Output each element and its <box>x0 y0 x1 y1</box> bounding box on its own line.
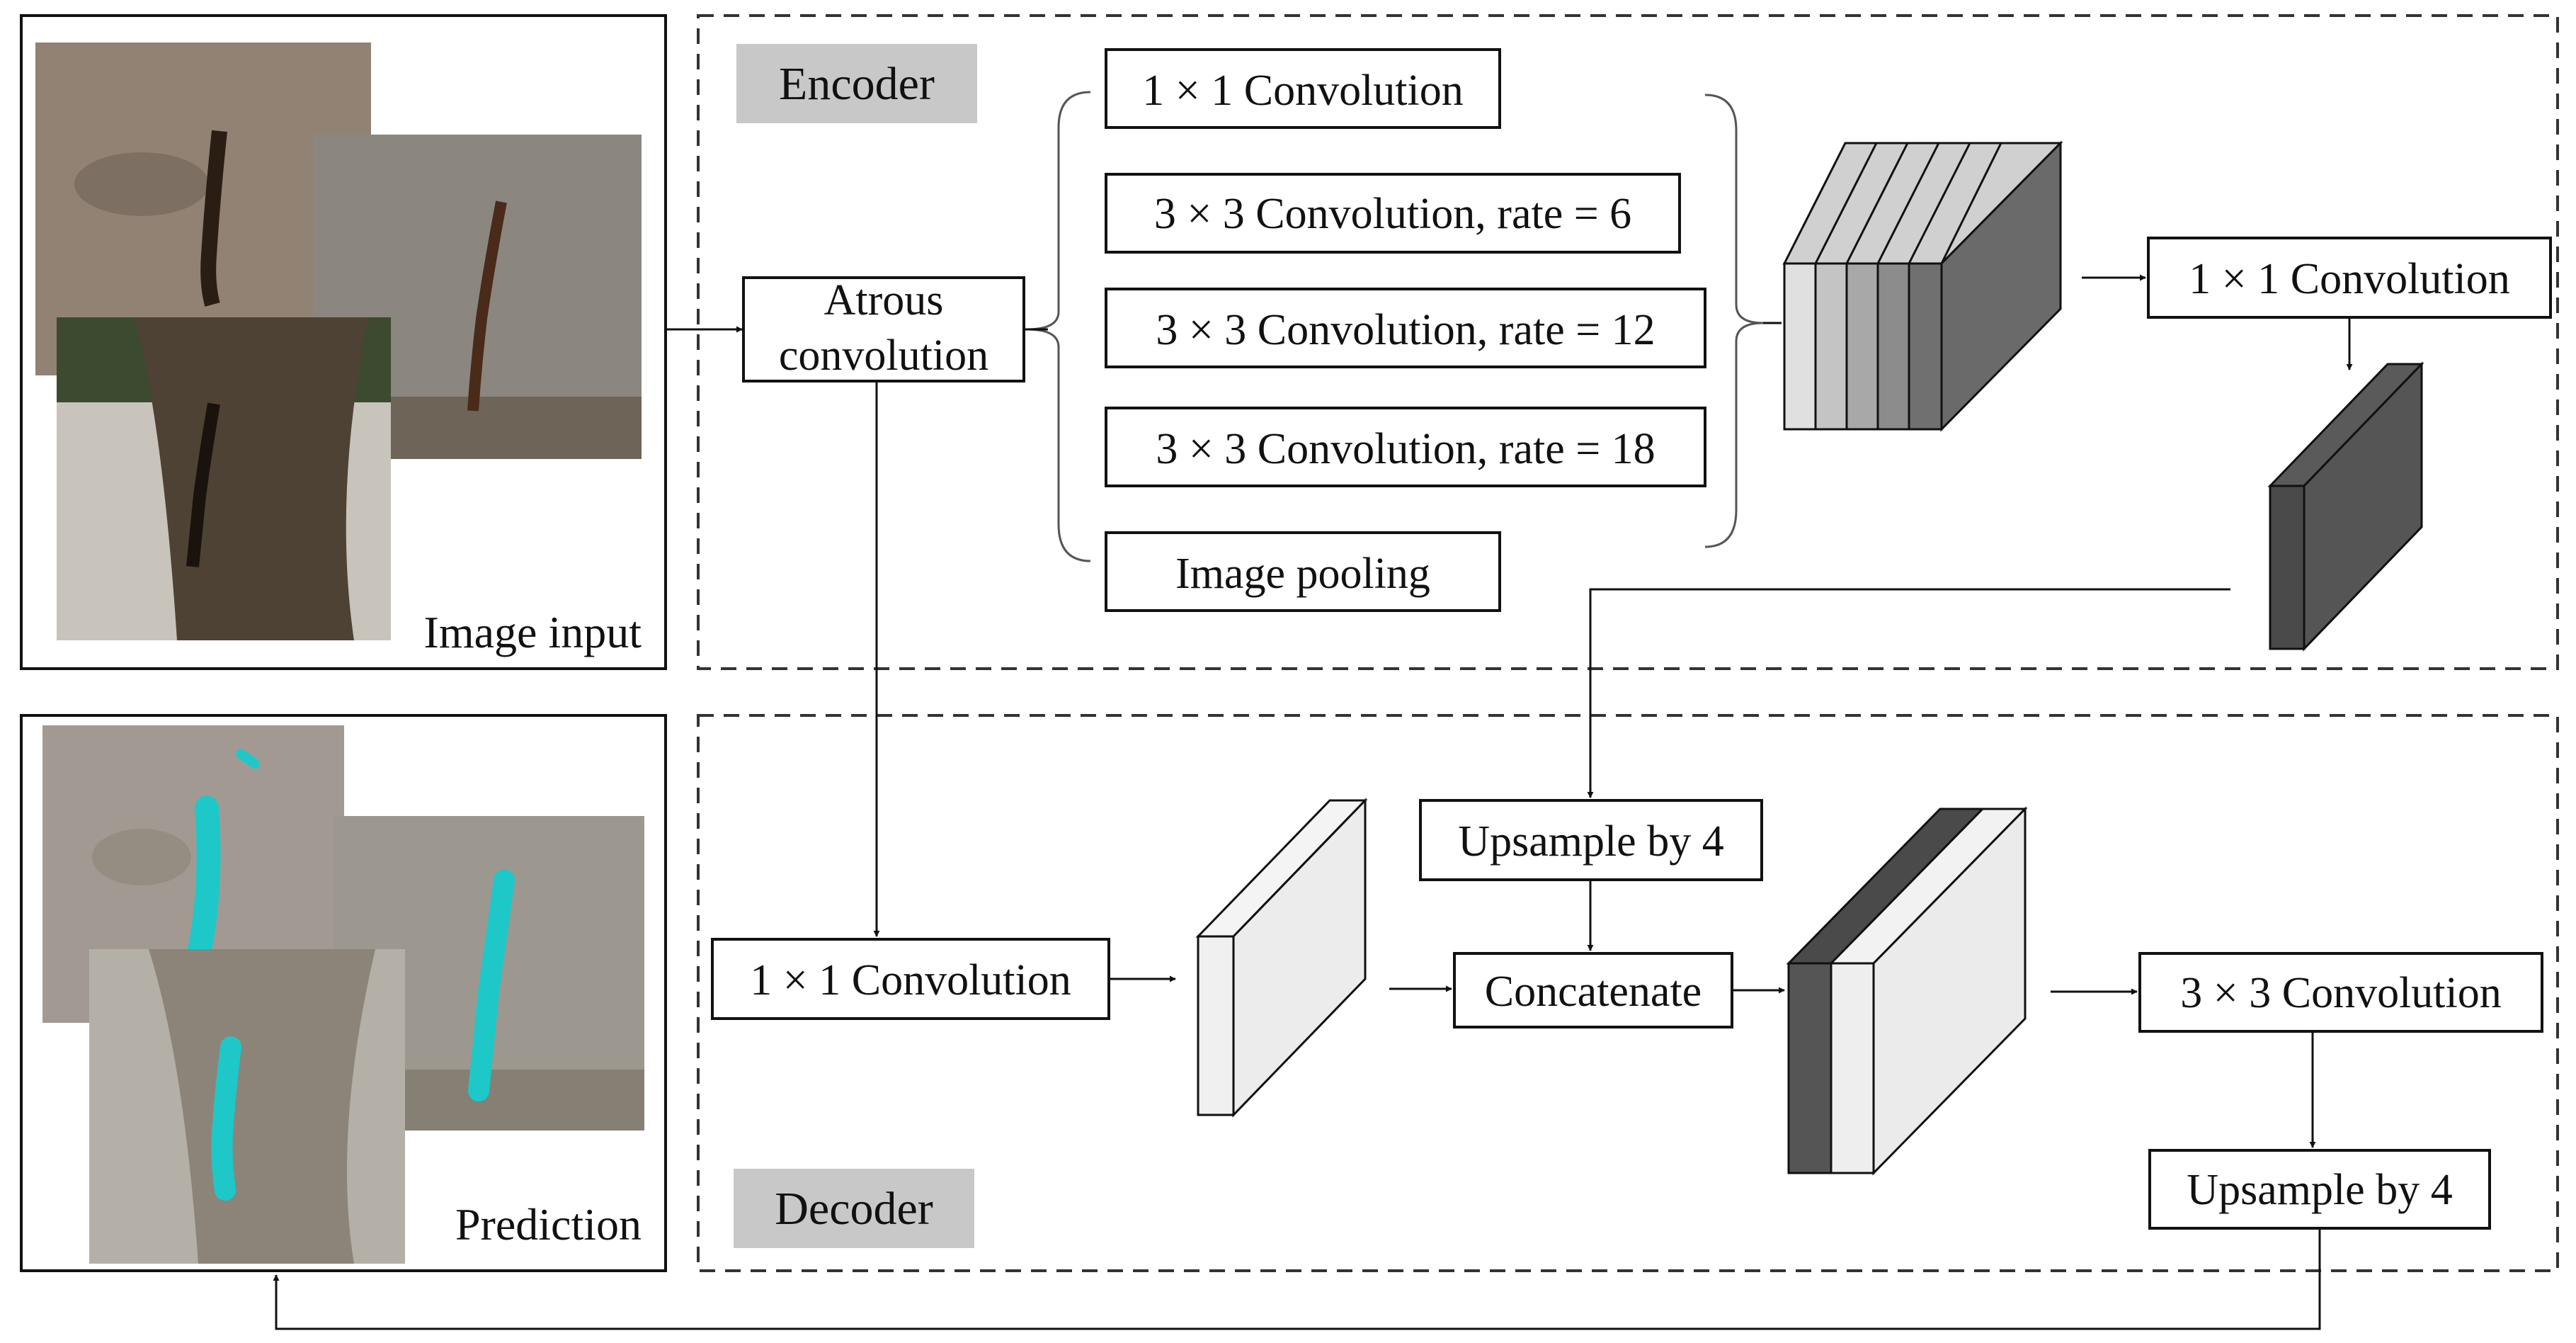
encoder-output-feature <box>2267 361 2424 652</box>
svg-text:3 × 3 Convolution, rate = 12: 3 × 3 Convolution, rate = 12 <box>1156 306 1655 354</box>
encoder-tag: Encoder <box>736 44 977 123</box>
svg-text:Upsample by 4: Upsample by 4 <box>2187 1166 2452 1214</box>
branch-1x1-conv: 1 × 1 Convolution <box>1105 48 1501 129</box>
svg-text:Decoder: Decoder <box>775 1183 933 1235</box>
decoder-region <box>697 714 2559 1272</box>
svg-text:Concatenate: Concatenate <box>1485 968 1702 1016</box>
image-input-panel: Image input <box>20 14 667 670</box>
prediction-photo-3 <box>89 949 405 1264</box>
branch-image-pooling: Image pooling <box>1105 531 1501 612</box>
svg-text:1 × 1 Convolution: 1 × 1 Convolution <box>2189 255 2510 303</box>
input-caption: Image input <box>424 607 642 657</box>
concatenated-decoder-feature <box>1786 806 2028 1176</box>
svg-text:3 × 3 Convolution: 3 × 3 Convolution <box>2180 969 2502 1017</box>
svg-text:1 × 1 Convolution: 1 × 1 Convolution <box>1142 67 1464 115</box>
flow-arrows <box>273 274 2353 1330</box>
atrous-convolution-box: Atrous convolution <box>742 276 1025 382</box>
decoder-3x3-conv: 3 × 3 Convolution <box>2138 952 2543 1033</box>
prediction-caption: Prediction <box>455 1199 642 1250</box>
branch-3x3-rate12: 3 × 3 Convolution, rate = 12 <box>1105 288 1706 368</box>
svg-text:Encoder: Encoder <box>779 58 935 110</box>
arrow-encoder-to-upsample <box>1587 588 2230 798</box>
svg-text:Upsample by 4: Upsample by 4 <box>1458 817 1723 866</box>
svg-text:Image pooling: Image pooling <box>1175 550 1430 598</box>
svg-text:convolution: convolution <box>779 332 988 380</box>
decoder-upsample-b: Upsample by 4 <box>2148 1149 2491 1230</box>
svg-text:3 × 3 Convolution, rate = 6: 3 × 3 Convolution, rate = 6 <box>1154 190 1631 238</box>
decoder-tag: Decoder <box>734 1169 974 1248</box>
input-photo-3 <box>57 317 391 640</box>
svg-text:Atrous: Atrous <box>824 276 944 324</box>
arrow-upsample-to-prediction <box>273 1228 2321 1330</box>
decoder-1x1-conv: 1 × 1 Convolution <box>711 938 1110 1020</box>
branch-brace-right <box>1704 94 1764 548</box>
concatenated-feature-maps <box>1782 140 2063 432</box>
encoder-region <box>697 14 2559 670</box>
branch-3x3-rate6: 3 × 3 Convolution, rate = 6 <box>1105 173 1681 254</box>
branch-brace-left <box>1026 91 1091 562</box>
concatenate-box: Concatenate <box>1453 952 1733 1028</box>
encoder-1x1-conv: 1 × 1 Convolution <box>2147 237 2552 319</box>
prediction-panel: Prediction <box>20 714 667 1272</box>
branch-3x3-rate18: 3 × 3 Convolution, rate = 18 <box>1105 407 1706 487</box>
decoder-upsample-a: Upsample by 4 <box>1419 799 1763 881</box>
svg-text:1 × 1 Convolution: 1 × 1 Convolution <box>750 956 1071 1004</box>
svg-text:3 × 3 Convolution, rate = 18: 3 × 3 Convolution, rate = 18 <box>1156 425 1655 473</box>
low-level-feature <box>1195 798 1368 1118</box>
